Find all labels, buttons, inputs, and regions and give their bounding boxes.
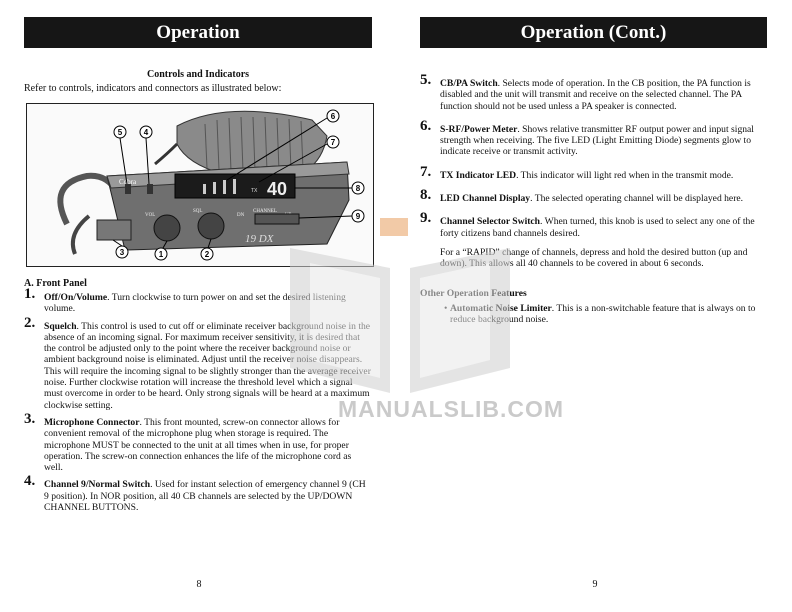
dn-label: DN [237, 213, 245, 218]
item-title: Microphone Connector [44, 416, 140, 428]
squelch-knob [197, 212, 225, 240]
microphone-image [154, 110, 328, 175]
radio-illustration: Cobra 40 TX VOL SQL CHANNEL DN UP 19 DX [26, 103, 374, 267]
item-title: Squelch [44, 320, 77, 332]
watermark-text: MANUALSLIB.COM [338, 396, 565, 422]
callout-1: 1 [159, 250, 164, 259]
brand-label: Cobra [119, 178, 137, 186]
item-text: . The selected operating channel will be… [530, 193, 744, 205]
channel-buttons [254, 213, 300, 225]
item-title: CB/PA Switch [440, 78, 498, 89]
mic-connector [96, 219, 132, 241]
tx-label: TX [251, 188, 258, 194]
page-header: Operation [24, 17, 372, 48]
right-page: Operation (Cont.) 5. CB/PA Switch. Select… [396, 0, 792, 612]
callout-8: 8 [356, 184, 361, 193]
callout-3: 3 [120, 248, 125, 257]
item-title: Channel 9/Normal Switch [44, 479, 151, 491]
sql-label: SQL [193, 209, 202, 214]
callout-4: 4 [144, 128, 149, 137]
list-item: 5. CB/PA Switch. Selects mode of operatio… [420, 72, 766, 112]
item-title: Off/On/Volume [44, 292, 108, 303]
callout-5: 5 [118, 128, 123, 137]
ch9-switch [147, 184, 153, 194]
item-title: S-RF/Power Meter [440, 123, 518, 135]
callout-6: 6 [331, 112, 336, 121]
bullet-icon: • [444, 302, 448, 314]
item-text: . This control is used to cut off or eli… [44, 320, 371, 411]
list-item: 1. Off/On/Volume. Turn clockwise to turn … [24, 286, 372, 315]
item-number: 2. [24, 314, 36, 331]
list-item: 7. TX Indicator LED. This indicator will … [420, 163, 766, 181]
list-item: 2. Squelch. This control is used to cut o… [24, 314, 372, 411]
right-item-list: 5. CB/PA Switch. Selects mode of operatio… [420, 72, 766, 326]
feature-title: Automatic Noise Limiter [450, 302, 552, 314]
callout-9: 9 [356, 212, 361, 221]
item-text: . This indicator will light red when in … [516, 169, 734, 181]
cbpa-switch [125, 184, 131, 194]
item-text: . This front mounted, screw-on connector… [44, 416, 352, 474]
left-page: Operation Controls and Indicators Refer … [24, 17, 374, 590]
item-title: LED Channel Display [440, 193, 531, 205]
callout-7: 7 [331, 138, 336, 147]
page-number: 9 [592, 579, 598, 590]
item-number: 1. [24, 286, 36, 302]
item-text: . Used for instant selection of emergenc… [44, 479, 366, 514]
list-item: 3. Microphone Connector. This front mount… [24, 410, 372, 474]
figure-intro: Refer to controls, indicators and connec… [24, 83, 282, 94]
channel-label: CHANNEL [253, 209, 277, 214]
item-text: . Shows relative transmitter RF output p… [440, 123, 754, 158]
model-label: 19 DX [245, 233, 275, 245]
list-item: 6. S-RF/Power Meter. Shows relative trans… [420, 117, 766, 158]
item-number: 7. [420, 163, 432, 180]
item-number: 5. [420, 72, 432, 88]
item-title: Channel Selector Switch [440, 216, 541, 228]
item-title: TX Indicator LED [440, 169, 517, 181]
channel-display: 40 [267, 179, 287, 199]
item-number: 9. [420, 210, 432, 227]
item-text: . When turned, this knob is used to sele… [440, 216, 755, 239]
feature-item: •Automatic Noise Limiter. This is a non-… [420, 303, 766, 326]
list-item: 4. Channel 9/Normal Switch. Used for inst… [24, 473, 372, 514]
figure-title: Controls and Indicators [146, 69, 250, 80]
page-header: Operation (Cont.) [420, 17, 767, 48]
item-number: 6. [420, 117, 432, 134]
callout-2: 2 [205, 250, 210, 259]
page-number: 8 [196, 579, 202, 590]
rapid-note: For a “RAPID” change of channels, depres… [440, 246, 748, 270]
item-text: . Selects mode of operation. In the CB p… [440, 78, 751, 112]
radio-body [106, 161, 350, 251]
vol-label: VOL [145, 213, 155, 218]
volume-knob [153, 214, 181, 242]
item-number: 8. [420, 187, 432, 204]
left-item-list: 1. Off/On/Volume. Turn clockwise to turn … [24, 286, 372, 519]
rf-meter [203, 179, 236, 194]
list-item: 8. LED Channel Display. The selected oper… [420, 187, 766, 205]
other-features-heading: Other Operation Features [420, 287, 527, 299]
item-number: 3. [24, 410, 36, 427]
list-item: 9. Channel Selector Switch. When turned, … [420, 210, 766, 239]
section-heading: A. Front Panel [24, 278, 87, 289]
item-text: . Turn clockwise to turn power on and se… [44, 292, 346, 315]
item-number: 4. [24, 473, 36, 490]
